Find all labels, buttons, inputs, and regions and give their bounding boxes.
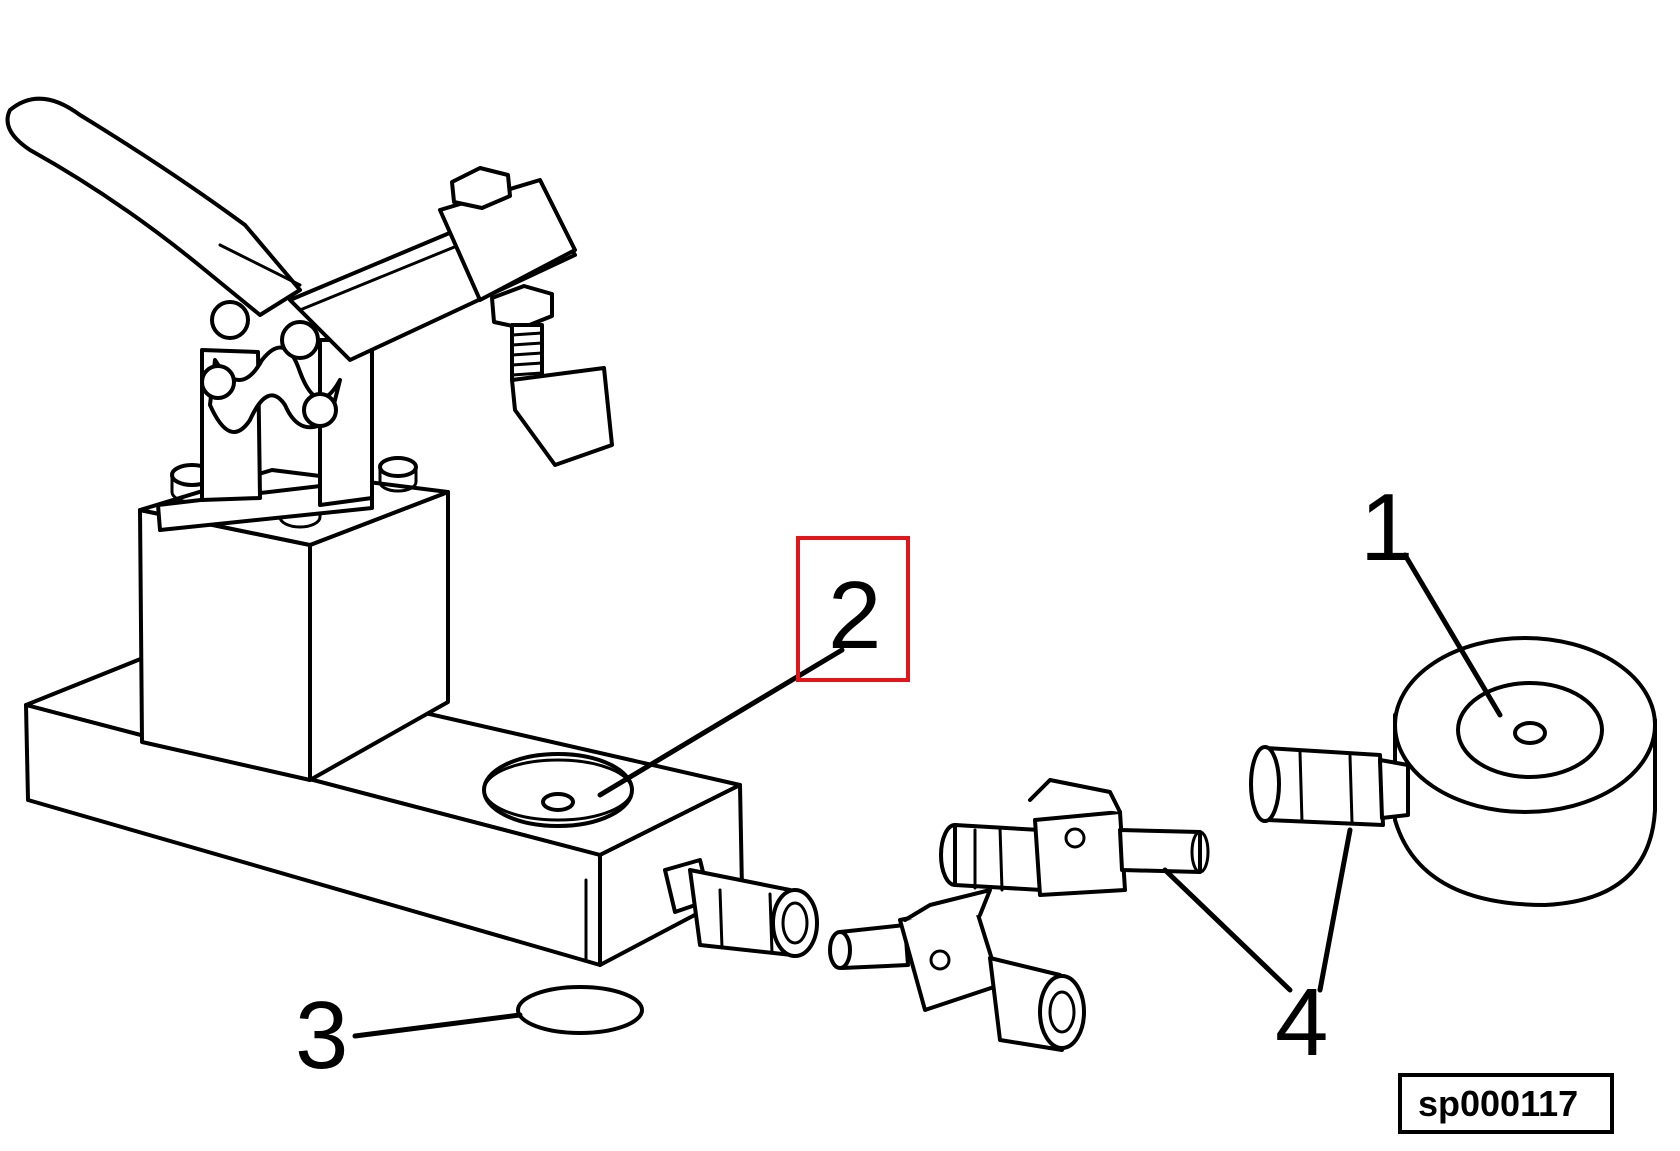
leader-1	[1402, 552, 1503, 718]
upper-quick-coupler	[939, 778, 1210, 897]
toggle-clamp	[5, 96, 614, 532]
cup-adapter	[1249, 636, 1657, 907]
base-cavity	[482, 752, 634, 828]
callout-3: 3	[295, 982, 348, 1089]
lower-quick-coupler	[828, 888, 1086, 1052]
reference-code-box: sp000117	[1398, 1073, 1614, 1134]
callout-2-highlight	[796, 536, 910, 682]
callout-2: 2	[828, 562, 881, 669]
leader-3	[352, 1012, 523, 1039]
leader-2	[597, 647, 845, 798]
leader-4b	[1317, 827, 1353, 993]
callout-1: 1	[1360, 474, 1413, 581]
reference-code: sp000117	[1418, 1083, 1578, 1124]
leader-lines	[352, 552, 1503, 1039]
leader-4a	[1162, 867, 1293, 993]
o-ring	[516, 985, 644, 1035]
callout-4: 4	[1275, 969, 1328, 1076]
base-hex-fitting	[663, 858, 819, 958]
